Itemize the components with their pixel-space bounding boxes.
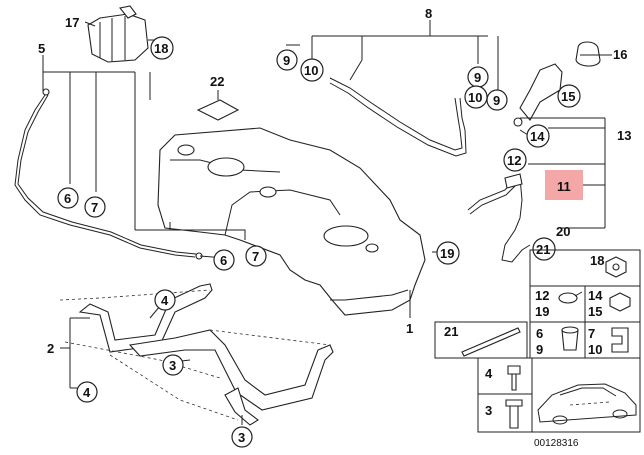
fuel-pump-assembly [87, 5, 149, 63]
callout-22: 22 [210, 74, 224, 89]
svg-text:21: 21 [444, 324, 458, 339]
return-hose [467, 173, 531, 263]
highlight-box-11 [545, 170, 583, 200]
callouts: 1 2 5 8 11 13 16 17 20 22 3 3 4 4 6 [38, 6, 631, 448]
svg-text:10: 10 [468, 90, 482, 105]
vent-hose [329, 77, 467, 157]
svg-text:4: 4 [485, 366, 493, 381]
callout-8: 8 [425, 6, 432, 21]
callout-circle-9c: 9 [486, 89, 508, 111]
svg-text:4: 4 [161, 293, 169, 308]
tank-strap-assembly [59, 283, 334, 426]
svg-text:6: 6 [536, 326, 543, 341]
callout-13: 13 [617, 128, 631, 143]
svg-text:7: 7 [252, 249, 259, 264]
svg-text:15: 15 [588, 304, 602, 319]
parts-legend: 18 12 19 14 15 21 6 9 [434, 249, 641, 433]
callout-circle-3b: 3 [231, 426, 253, 448]
callout-circle-3a: 3 [162, 354, 184, 376]
svg-text:3: 3 [169, 358, 176, 373]
svg-text:6: 6 [64, 191, 71, 206]
legend-cell-14-15: 14 15 [588, 288, 631, 319]
svg-text:18: 18 [154, 41, 168, 56]
callout-circle-6b: 6 [213, 249, 235, 271]
vehicle-sketch [537, 383, 637, 425]
callout-5: 5 [38, 41, 45, 56]
callout-2: 2 [47, 341, 54, 356]
svg-text:15: 15 [561, 89, 575, 104]
callout-16: 16 [613, 47, 627, 62]
callout-circle-15: 15 [557, 84, 581, 108]
svg-text:9: 9 [493, 93, 500, 108]
legend-cell-3: 3 [485, 399, 523, 429]
svg-text:9: 9 [536, 342, 543, 357]
callout-1: 1 [406, 321, 413, 336]
legend-cell-18: 18 [590, 253, 627, 278]
svg-text:18: 18 [590, 253, 604, 268]
fuel-line-hose [14, 88, 203, 260]
callout-11: 11 [557, 179, 571, 194]
legend-cell-6-9: 6 9 [536, 326, 579, 357]
callout-circle-9a: 9 [276, 49, 298, 71]
callout-circle-14: 14 [526, 124, 550, 148]
callout-circle-4b: 4 [76, 381, 98, 403]
catalog-number: 00128316 [534, 438, 579, 449]
callout-17: 17 [65, 15, 79, 30]
legend-cell-21: 21 [444, 324, 521, 357]
callout-circle-10a: 10 [300, 58, 324, 82]
callout-20: 20 [556, 224, 570, 239]
callout-circle-12: 12 [503, 148, 527, 172]
svg-text:19: 19 [535, 304, 549, 319]
svg-text:4: 4 [83, 385, 91, 400]
svg-text:7: 7 [588, 326, 595, 341]
legend-cell-12-19: 12 19 [535, 288, 583, 319]
callout-circle-7b: 7 [245, 245, 267, 267]
gasket-part [196, 99, 240, 121]
svg-text:12: 12 [507, 153, 521, 168]
svg-text:3: 3 [238, 430, 245, 445]
callout-circle-6a: 6 [57, 187, 79, 209]
callout-circle-10b: 10 [464, 85, 488, 109]
svg-text:7: 7 [91, 200, 98, 215]
callout-circle-7a: 7 [84, 196, 106, 218]
svg-text:14: 14 [588, 288, 603, 303]
svg-text:6: 6 [220, 253, 227, 268]
svg-text:9: 9 [474, 70, 481, 85]
filler-neck [513, 41, 601, 127]
callout-circle-18: 18 [150, 36, 174, 60]
callout-circle-21: 21 [532, 237, 556, 261]
legend-cell-7-10: 7 10 [588, 326, 629, 357]
svg-text:9: 9 [283, 53, 290, 68]
fuel-tank [157, 127, 426, 316]
callout-circle-4a: 4 [154, 289, 176, 311]
svg-text:10: 10 [304, 63, 318, 78]
callout-circle-19: 19 [436, 241, 460, 265]
svg-text:12: 12 [535, 288, 549, 303]
legend-cell-4: 4 [485, 365, 521, 391]
svg-text:19: 19 [440, 246, 454, 261]
callout-circle-9b: 9 [467, 66, 489, 88]
svg-text:14: 14 [530, 129, 545, 144]
svg-text:10: 10 [588, 342, 602, 357]
svg-text:3: 3 [485, 403, 492, 418]
